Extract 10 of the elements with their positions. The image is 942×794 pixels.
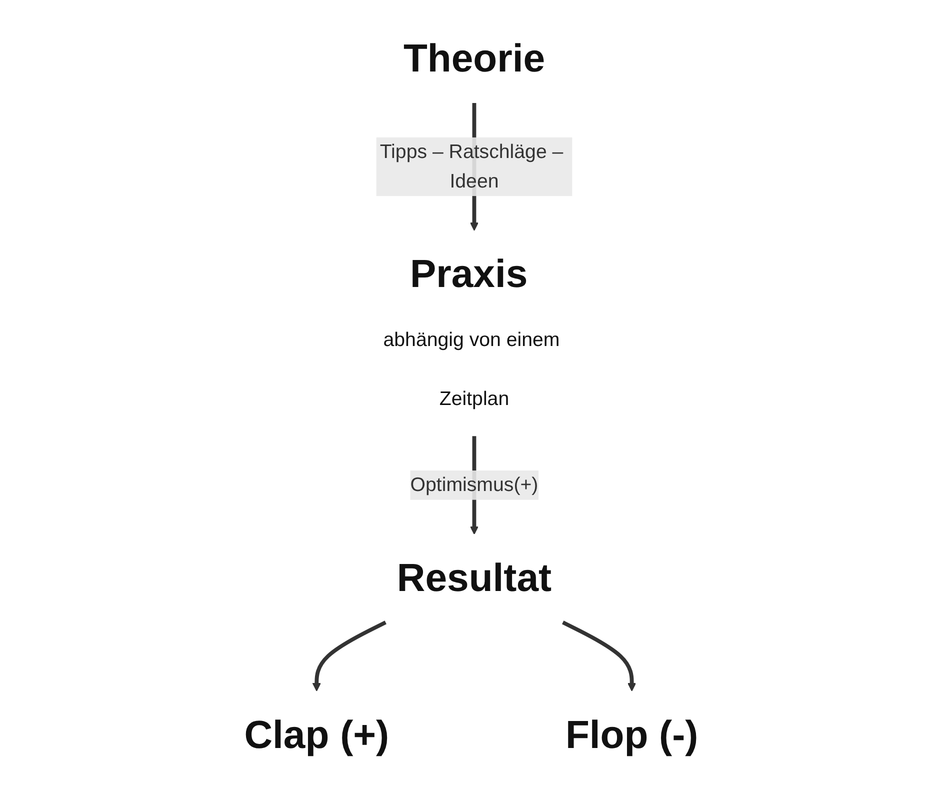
arrow [562,620,636,692]
node-label: abhängig von einem Zeitplan [383,329,560,410]
node-text: Praxis [410,252,528,296]
edge-label: Optimismus(+) [410,474,538,496]
edge-label: Tipps – Ratschläge – Ideen [380,141,563,192]
arrow [312,620,386,692]
node-text: Clap (+) [244,713,389,757]
node-text: Resultat [396,556,552,600]
node-text: Theorie [403,37,545,80]
node-text: Flop (-) [565,713,698,757]
